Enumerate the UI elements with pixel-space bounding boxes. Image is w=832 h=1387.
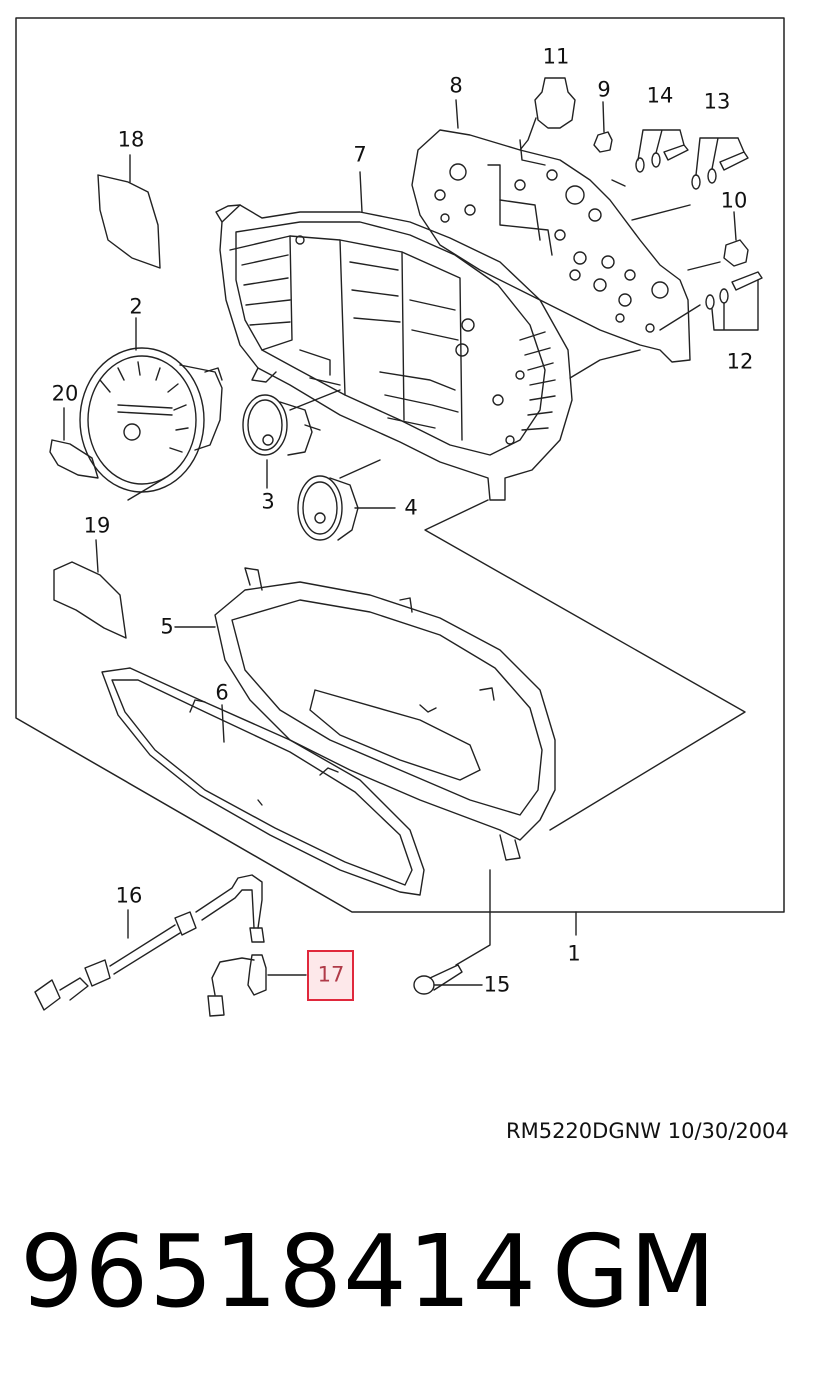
screw-15: [413, 869, 491, 995]
callout-3[interactable]: 3: [261, 489, 275, 514]
speedometer-cable: [34, 874, 265, 1011]
bulb-10: [723, 239, 749, 267]
callout-7[interactable]: 7: [353, 142, 367, 167]
callout-6[interactable]: 6: [215, 680, 229, 705]
gasket-19: [53, 561, 127, 639]
callout-11[interactable]: 11: [542, 44, 570, 69]
drawing-reference: RM5220DGNW 10/30/2004: [506, 1119, 789, 1143]
callout-2[interactable]: 2: [129, 294, 143, 319]
callout-19[interactable]: 19: [83, 513, 111, 538]
callout-20[interactable]: 20: [51, 381, 79, 406]
speedometer: [79, 317, 223, 501]
callout-5[interactable]: 5: [160, 614, 174, 639]
screw-set-13: [691, 137, 749, 190]
cover-20: [49, 439, 99, 479]
front-bezel: [174, 567, 556, 861]
screw-set-14: [635, 129, 689, 173]
callout-8[interactable]: 8: [449, 73, 463, 98]
callout-15[interactable]: 15: [483, 972, 511, 997]
callout-4[interactable]: 4: [404, 495, 418, 520]
callout-12[interactable]: 12: [726, 349, 754, 374]
assembly-frame: [15, 17, 785, 913]
callout-13[interactable]: 13: [703, 89, 731, 114]
callout-10[interactable]: 10: [720, 188, 748, 213]
callout-18[interactable]: 18: [117, 127, 145, 152]
cluster-housing: [215, 204, 573, 501]
outer-trim: [101, 667, 425, 896]
temp-gauge: [297, 459, 396, 541]
screw-set-12: [705, 271, 763, 331]
circuit-board: [411, 129, 691, 363]
small-bulb: [593, 131, 613, 153]
callout-1[interactable]: 1: [567, 941, 581, 966]
part-number: 96518414: [20, 1213, 537, 1330]
callout-17[interactable]: 17: [317, 962, 345, 987]
fuel-gauge: [242, 389, 341, 489]
bulb-socket: [519, 77, 576, 151]
callout-9[interactable]: 9: [597, 77, 611, 102]
callout-16[interactable]: 16: [115, 883, 143, 908]
highlight-box: [307, 950, 354, 1001]
speed-sensor: [207, 954, 307, 1017]
film-18: [97, 174, 161, 269]
brand-name: GM: [552, 1213, 716, 1330]
callout-14[interactable]: 14: [646, 83, 674, 108]
